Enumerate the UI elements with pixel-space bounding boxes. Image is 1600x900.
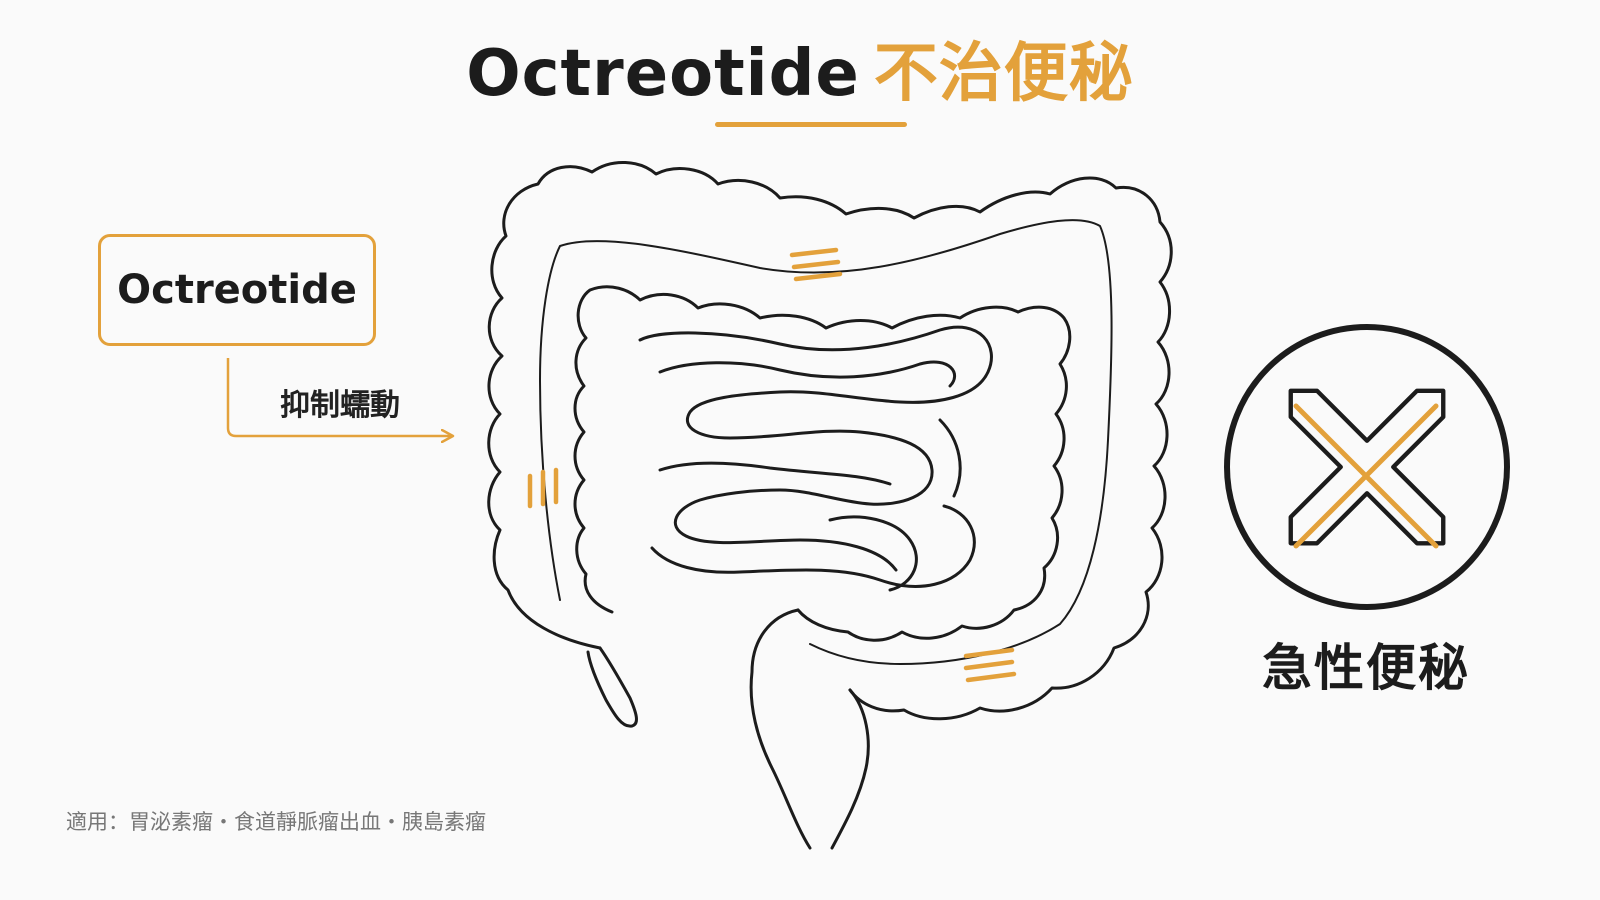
mechanism-label: 抑制蠕動 [280, 388, 400, 423]
large-intestine-illustration [487, 160, 1173, 850]
title-accent: 不治便秘 [873, 37, 1134, 111]
peristalsis-mark-top [789, 247, 843, 282]
title-underline [715, 122, 907, 127]
connector-arrow [226, 358, 452, 436]
drug-box: Octreotide [98, 234, 376, 346]
footnote: 適用：胃泌素瘤・食道靜脈瘤出血・胰島素瘤 [66, 810, 486, 834]
colon-outline [487, 160, 1173, 721]
small-intestine-loop-3 [828, 418, 962, 592]
sigmoid-colon [749, 608, 870, 850]
drug-box-label: Octreotide [117, 267, 357, 313]
small-intestine-loop-1 [638, 325, 993, 572]
peristalsis-mark-bottom [963, 647, 1017, 683]
peristalsis-mark-left [527, 467, 559, 509]
taenia-line [539, 219, 1113, 665]
colon-inner-outline [573, 285, 1072, 642]
peristalsis-marks [527, 247, 1017, 683]
title-main: Octreotide [466, 37, 860, 111]
small-intestine-illustration [638, 325, 993, 592]
small-intestine-loop-2 [650, 360, 976, 588]
x-mark-icon [1224, 324, 1510, 610]
result-label: 急性便秘 [1262, 639, 1470, 697]
appendix [586, 646, 638, 728]
